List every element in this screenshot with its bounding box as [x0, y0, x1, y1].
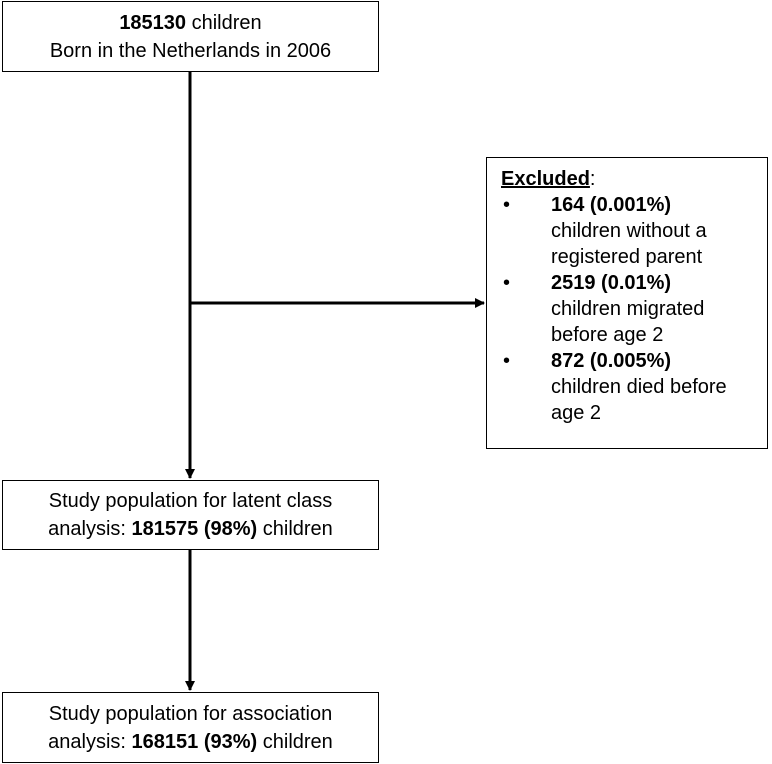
birth-cohort-box: 185130 children Born in the Netherlands …: [2, 1, 379, 72]
association-line-1: Study population for association: [48, 702, 333, 725]
bullet: •: [503, 350, 511, 372]
excluded-item: • 872 (0.005%) children died before age …: [501, 348, 757, 426]
excluded-list: • 164 (0.001%) children without a regist…: [501, 192, 757, 426]
excluded-item-text: 164 (0.001%) children without a register…: [551, 192, 707, 270]
excluded-heading-label: Excluded: [501, 168, 590, 190]
excluded-item-line: before age 2: [551, 324, 664, 346]
excluded-item-count: 2519 (0.01%): [551, 272, 672, 294]
excluded-item-line: children without a: [551, 220, 707, 242]
excluded-heading: Excluded:: [501, 166, 595, 192]
excluded-item-count: 872 (0.005%): [551, 350, 672, 372]
excluded-item: • 164 (0.001%) children without a regist…: [501, 192, 757, 270]
excluded-item: • 2519 (0.01%) children migrated before …: [501, 270, 757, 348]
association-line-2: analysis: 168151 (93%) children: [48, 728, 333, 756]
association-suffix: children: [257, 730, 333, 753]
latent-class-suffix: children: [257, 518, 333, 540]
latent-class-count: 181575 (98%): [131, 518, 258, 540]
latent-class-line-2: analysis: 181575 (98%) children: [48, 515, 333, 543]
association-prefix: analysis:: [48, 730, 132, 753]
excluded-item-line: children died before: [551, 376, 727, 398]
birth-cohort-count: 185130: [119, 11, 187, 34]
excluded-box: Excluded: • 164 (0.001%) children withou…: [486, 157, 768, 449]
latent-class-population-box: Study population for latent class analys…: [2, 480, 379, 550]
birth-cohort-line-1: 185130 children: [119, 9, 261, 37]
latent-class-prefix: analysis:: [48, 518, 132, 540]
bullet: •: [503, 194, 511, 216]
excluded-item-line: age 2: [551, 402, 602, 424]
bullet: •: [503, 272, 511, 294]
latent-class-line-1: Study population for latent class: [48, 490, 333, 512]
excluded-item-text: 2519 (0.01%) children migrated before ag…: [551, 270, 704, 348]
birth-cohort-unit: children: [186, 11, 262, 34]
birth-cohort-description: Born in the Netherlands in 2006: [49, 39, 332, 62]
excluded-heading-colon: :: [589, 168, 596, 190]
excluded-item-line: children migrated: [551, 298, 705, 320]
association-population-box: Study population for association analysi…: [2, 692, 379, 763]
association-count: 168151 (93%): [131, 730, 258, 753]
excluded-item-text: 872 (0.005%) children died before age 2: [551, 348, 727, 426]
excluded-item-count: 164 (0.001%): [551, 194, 672, 216]
excluded-item-line: registered parent: [551, 246, 703, 268]
